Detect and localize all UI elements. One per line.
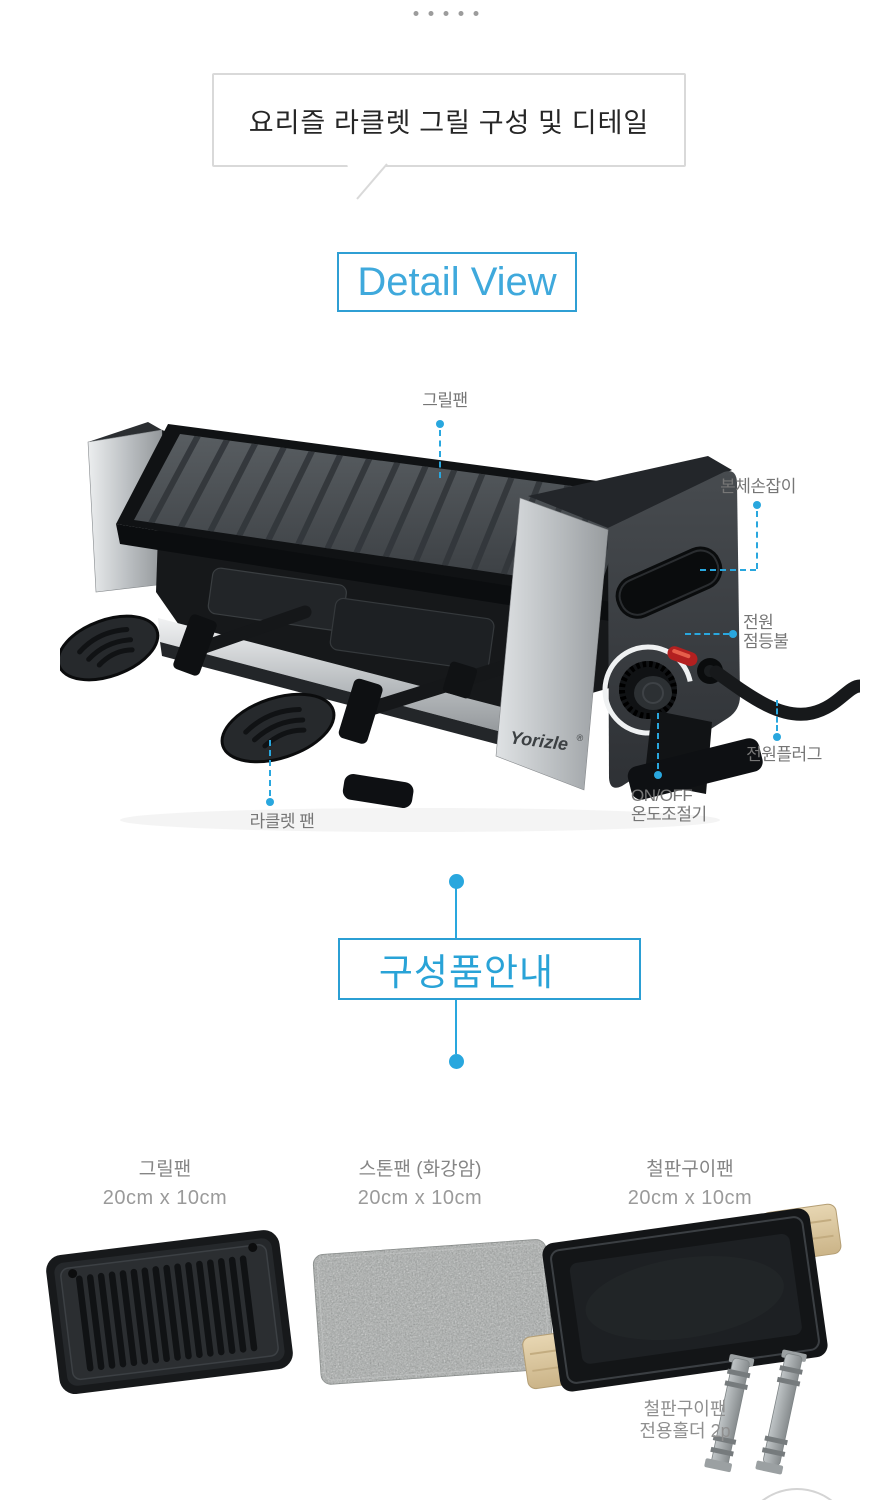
component-holders xyxy=(704,1349,807,1475)
holder-note: 철판구이팬 전용홀더 2p xyxy=(639,1399,731,1441)
svg-text:®: ® xyxy=(576,732,584,743)
callout-line xyxy=(439,430,441,478)
raclette-handle-1 xyxy=(60,605,312,682)
component-iron-pan xyxy=(522,1203,842,1392)
detail-view-box: Detail View xyxy=(337,252,577,312)
raclette-pan-2 xyxy=(329,597,495,671)
title-bubble: 요리즐 라클렛 그릴 구성 및 디테일 xyxy=(212,73,686,167)
dot-icon xyxy=(443,11,449,16)
grill-pan-top xyxy=(116,424,650,622)
callout-line xyxy=(700,569,756,571)
dot-icon xyxy=(428,11,434,16)
component-grill-pan xyxy=(46,1230,293,1395)
connector-line-bottom xyxy=(455,1000,457,1054)
title-bubble-tail xyxy=(347,163,388,200)
control-module: Yorizle ® xyxy=(495,456,860,791)
dot-icon xyxy=(458,11,464,16)
connector-dot-bottom xyxy=(449,1054,464,1069)
callout-dot xyxy=(773,733,781,741)
component-label-stone-pan: 스톤팬 (화강암) 20cm x 10cm xyxy=(357,1159,483,1209)
pagination-dots xyxy=(413,11,479,16)
callout-line xyxy=(756,511,758,569)
components-section-title-box: 구성품안내 xyxy=(338,938,641,1000)
callout-power-light: 전원 점등불 xyxy=(743,613,789,651)
component-stone-pan xyxy=(312,1239,555,1385)
components-image xyxy=(46,1203,842,1500)
callout-raclette-pan: 라클렛 팬 xyxy=(249,812,315,831)
next-section-arc xyxy=(761,1488,833,1500)
dot-icon xyxy=(413,11,419,16)
connector-line-top xyxy=(455,888,457,938)
component-label-iron-pan: 철판구이팬 20cm x 10cm xyxy=(627,1159,753,1209)
callout-body-handle: 본체손잡이 xyxy=(720,477,796,496)
callout-line xyxy=(776,700,778,731)
power-cord xyxy=(709,665,860,721)
callout-line xyxy=(269,740,271,796)
power-indicator-light xyxy=(667,646,698,667)
callout-dot xyxy=(266,798,274,806)
body-handle-cutout xyxy=(615,546,723,619)
detail-view-label: Detail View xyxy=(357,259,557,304)
callout-line xyxy=(685,633,729,635)
callout-grill-pan: 그릴팬 xyxy=(422,391,468,410)
callout-line xyxy=(657,713,659,769)
components-section-title: 구성품안내 xyxy=(378,952,555,993)
component-label-grill-pan: 그릴팬 20cm x 10cm xyxy=(102,1159,228,1209)
ground-shadow xyxy=(120,808,720,832)
callout-dot xyxy=(753,501,761,509)
main-product-image: Yorizle ® xyxy=(60,422,860,832)
callout-dot xyxy=(436,420,444,428)
callout-onoff: ON/OFF 온도조절기 xyxy=(631,786,707,824)
dot-icon xyxy=(473,11,479,16)
title-bubble-text: 요리즐 라클렛 그릴 구성 및 디테일 xyxy=(248,107,650,138)
connector-dot-top xyxy=(449,874,464,889)
callout-dot xyxy=(729,630,737,638)
callout-dot xyxy=(654,771,662,779)
callout-power-plug: 전원플러그 xyxy=(746,745,822,764)
temperature-knob xyxy=(619,661,677,719)
